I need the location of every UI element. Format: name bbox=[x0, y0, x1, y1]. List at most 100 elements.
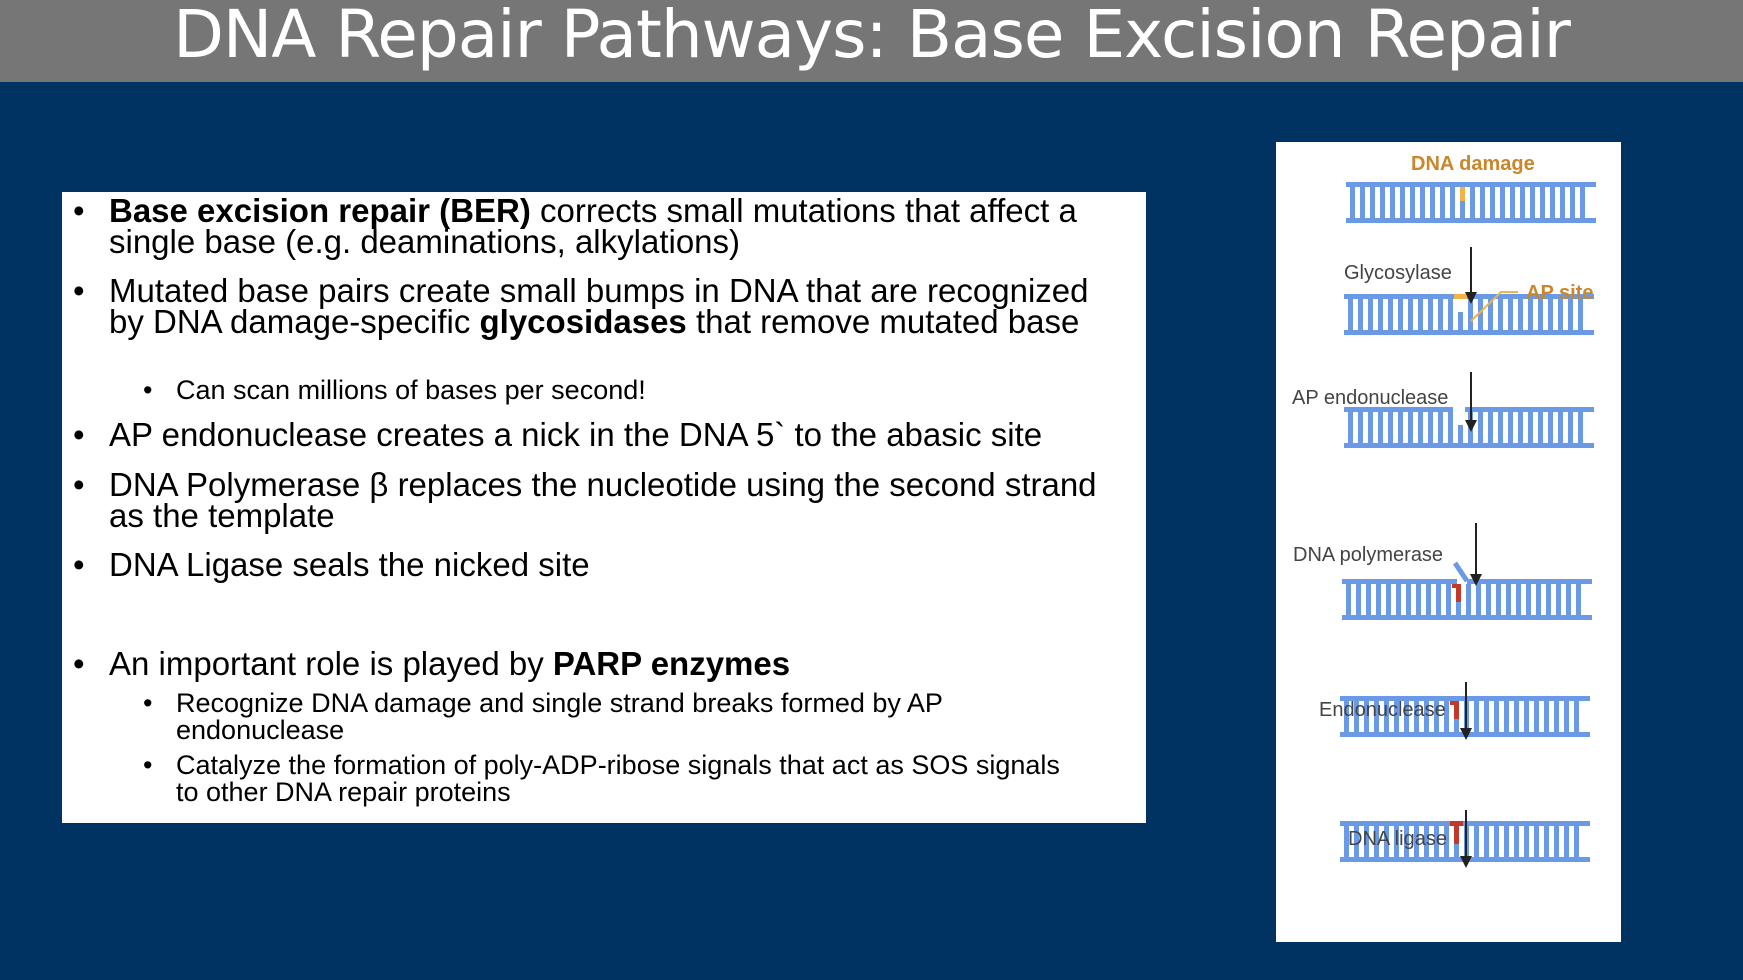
step-polymerase-label: DNA polymerase bbox=[1293, 544, 1443, 566]
base-rung bbox=[1496, 584, 1501, 615]
base-rung bbox=[1528, 299, 1533, 330]
dna-damage-label: DNA damage bbox=[1411, 153, 1535, 175]
base-rung bbox=[1438, 412, 1443, 443]
base-rung bbox=[1538, 299, 1543, 330]
base-rung bbox=[1414, 701, 1419, 732]
base-rung bbox=[1380, 187, 1385, 218]
base-rung bbox=[1578, 412, 1583, 443]
ber-diagram: DNA damage Glycosylase AP site AP endonu… bbox=[1276, 142, 1621, 942]
base-rung bbox=[1574, 701, 1579, 732]
base-rung bbox=[1544, 701, 1549, 732]
base-rung bbox=[1474, 701, 1479, 732]
base-rung bbox=[1346, 584, 1351, 615]
base-rung bbox=[1430, 187, 1435, 218]
bottom-backbone bbox=[1344, 330, 1594, 335]
step-glycosylase-label: Glycosylase bbox=[1344, 262, 1452, 284]
base-rung bbox=[1448, 299, 1453, 330]
bullet-polymerase: DNA Polymerase β replaces the nucleotide… bbox=[73, 468, 1126, 532]
new-nucleotide bbox=[1456, 584, 1461, 602]
base-rung bbox=[1476, 584, 1481, 615]
base-rung bbox=[1414, 826, 1419, 857]
base-rung bbox=[1434, 701, 1439, 732]
base-rung bbox=[1374, 701, 1379, 732]
base-rung bbox=[1566, 584, 1571, 615]
base-rung bbox=[1364, 826, 1369, 857]
base-rung bbox=[1448, 412, 1453, 443]
base-rung bbox=[1406, 584, 1411, 615]
base-rung bbox=[1368, 299, 1373, 330]
bullet-parp-pre: An important role is played by bbox=[109, 645, 553, 682]
base-rung bbox=[1384, 701, 1389, 732]
base-rung bbox=[1494, 701, 1499, 732]
base-rung bbox=[1360, 187, 1365, 218]
base-rung bbox=[1408, 412, 1413, 443]
base-rung bbox=[1438, 299, 1443, 330]
parp-term: PARP enzymes bbox=[552, 645, 791, 682]
new-nucleotide bbox=[1450, 701, 1456, 705]
base-rung bbox=[1486, 584, 1491, 615]
base-rung bbox=[1388, 299, 1393, 330]
base-rung bbox=[1548, 299, 1553, 330]
arrow-ap-endonuclease-head bbox=[1465, 420, 1477, 432]
base-rung bbox=[1564, 826, 1569, 857]
base-rung bbox=[1418, 299, 1423, 330]
base-rung bbox=[1568, 299, 1573, 330]
base-rung bbox=[1488, 299, 1493, 330]
bullet-ligase: DNA Ligase seals the nicked site bbox=[73, 548, 1126, 581]
base-rung bbox=[1474, 826, 1479, 857]
ber-diagram-svg: DNA damage Glycosylase AP site AP endonu… bbox=[1292, 153, 1596, 868]
arrow-glycosylase-head bbox=[1465, 292, 1477, 304]
base-rung bbox=[1378, 412, 1383, 443]
base-rung bbox=[1404, 826, 1409, 857]
base-rung bbox=[1404, 701, 1409, 732]
top-backbone bbox=[1342, 579, 1457, 584]
dna-strands bbox=[1340, 182, 1596, 862]
base-rung bbox=[1538, 412, 1543, 443]
step-ap-endonuclease-label: AP endonuclease bbox=[1292, 387, 1448, 409]
ap-site-label: AP site bbox=[1526, 282, 1593, 304]
new-nucleotide bbox=[1452, 584, 1458, 588]
base-rung bbox=[1446, 584, 1451, 615]
sealed-backbone bbox=[1450, 821, 1463, 826]
base-rung bbox=[1578, 299, 1583, 330]
base-rung bbox=[1494, 826, 1499, 857]
base-rung bbox=[1354, 701, 1359, 732]
top-backbone bbox=[1465, 407, 1594, 412]
base-rung bbox=[1500, 187, 1505, 218]
base-rung bbox=[1534, 826, 1539, 857]
base-rung bbox=[1348, 412, 1353, 443]
base-rung bbox=[1498, 299, 1503, 330]
base-rung bbox=[1394, 826, 1399, 857]
bottom-backbone bbox=[1346, 218, 1596, 223]
base-rung bbox=[1506, 584, 1511, 615]
bullet-glycosidases-post: that remove mutated base bbox=[686, 303, 1080, 340]
base-rung bbox=[1440, 187, 1445, 218]
base-rung bbox=[1428, 412, 1433, 443]
base-rung bbox=[1416, 584, 1421, 615]
base-rung bbox=[1510, 187, 1515, 218]
base-rung bbox=[1560, 187, 1565, 218]
step-ligase-label: DNA ligase bbox=[1348, 828, 1447, 850]
base-rung bbox=[1366, 584, 1371, 615]
base-rung bbox=[1350, 187, 1355, 218]
base-rung bbox=[1358, 299, 1363, 330]
base-rung bbox=[1356, 584, 1361, 615]
base-rung bbox=[1508, 412, 1513, 443]
sub-bullet-recognize: Recognize DNA damage and single strand b… bbox=[143, 690, 1076, 744]
base-rung bbox=[1468, 299, 1473, 330]
base-rung bbox=[1526, 584, 1531, 615]
base-rung bbox=[1424, 826, 1429, 857]
base-rung bbox=[1370, 187, 1375, 218]
base-rung bbox=[1558, 412, 1563, 443]
base-rung bbox=[1398, 299, 1403, 330]
bullet-glycosidases-pre: Mutated base pairs create small bumps in… bbox=[109, 272, 1089, 340]
text-panel: Base excision repair (BER) corrects smal… bbox=[62, 192, 1146, 823]
top-backbone bbox=[1346, 182, 1596, 187]
base-rung bbox=[1386, 584, 1391, 615]
ap-site-mark bbox=[1454, 294, 1467, 299]
base-rung bbox=[1376, 584, 1381, 615]
base-rung bbox=[1516, 584, 1521, 615]
new-nucleotide bbox=[1454, 701, 1459, 719]
base-rung bbox=[1480, 187, 1485, 218]
base-rung bbox=[1546, 584, 1551, 615]
